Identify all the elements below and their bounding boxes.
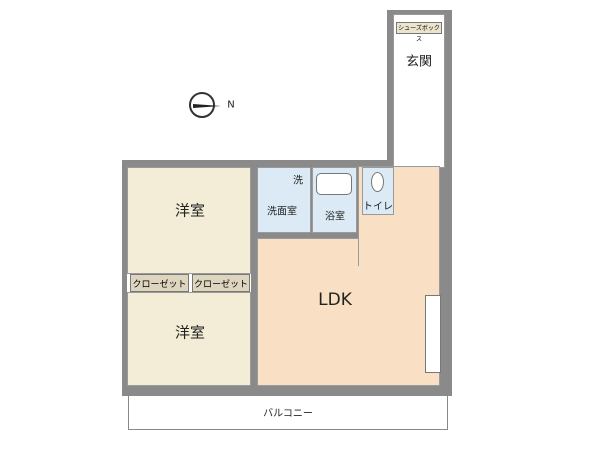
western-room-lower-label: 洋室 [174, 323, 206, 342]
ldk-label: LDK [318, 290, 352, 310]
balcony [128, 396, 448, 430]
bathroom-label: 浴室 [325, 211, 345, 223]
western-room-upper [127, 167, 251, 274]
closet-2: クローゼット [192, 274, 250, 292]
washroom-label: 洗面室 [267, 206, 297, 218]
shoe-box: シューズボックス [396, 22, 442, 43]
entrance-corridor [393, 14, 445, 168]
entrance-label: 玄関 [405, 54, 433, 70]
compass-icon [189, 92, 221, 118]
washroom [257, 167, 311, 233]
western-room-lower [127, 292, 251, 386]
washer-label: 洗 [293, 175, 303, 187]
compass-north-label: N [227, 99, 235, 111]
balcony-label: バルコニー [263, 408, 313, 420]
closet-1: クローゼット [130, 274, 189, 292]
bathtub-icon [316, 173, 352, 195]
western-room-upper-label: 洋室 [174, 201, 206, 220]
toilet-label: トイレ [363, 201, 393, 213]
toilet-icon [371, 172, 384, 192]
kitchen-counter [425, 295, 441, 373]
